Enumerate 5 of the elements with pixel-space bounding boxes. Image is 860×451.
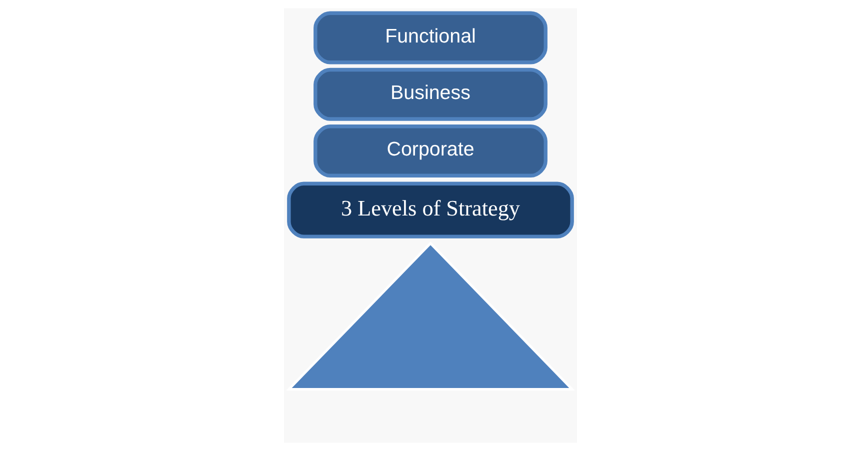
node-box: Business bbox=[313, 68, 547, 121]
node-box: 3 Levels of Strategy bbox=[286, 182, 574, 238]
node-box: Functional bbox=[313, 11, 547, 64]
node-box: Corporate bbox=[313, 124, 547, 178]
node-triangle bbox=[286, 242, 574, 390]
